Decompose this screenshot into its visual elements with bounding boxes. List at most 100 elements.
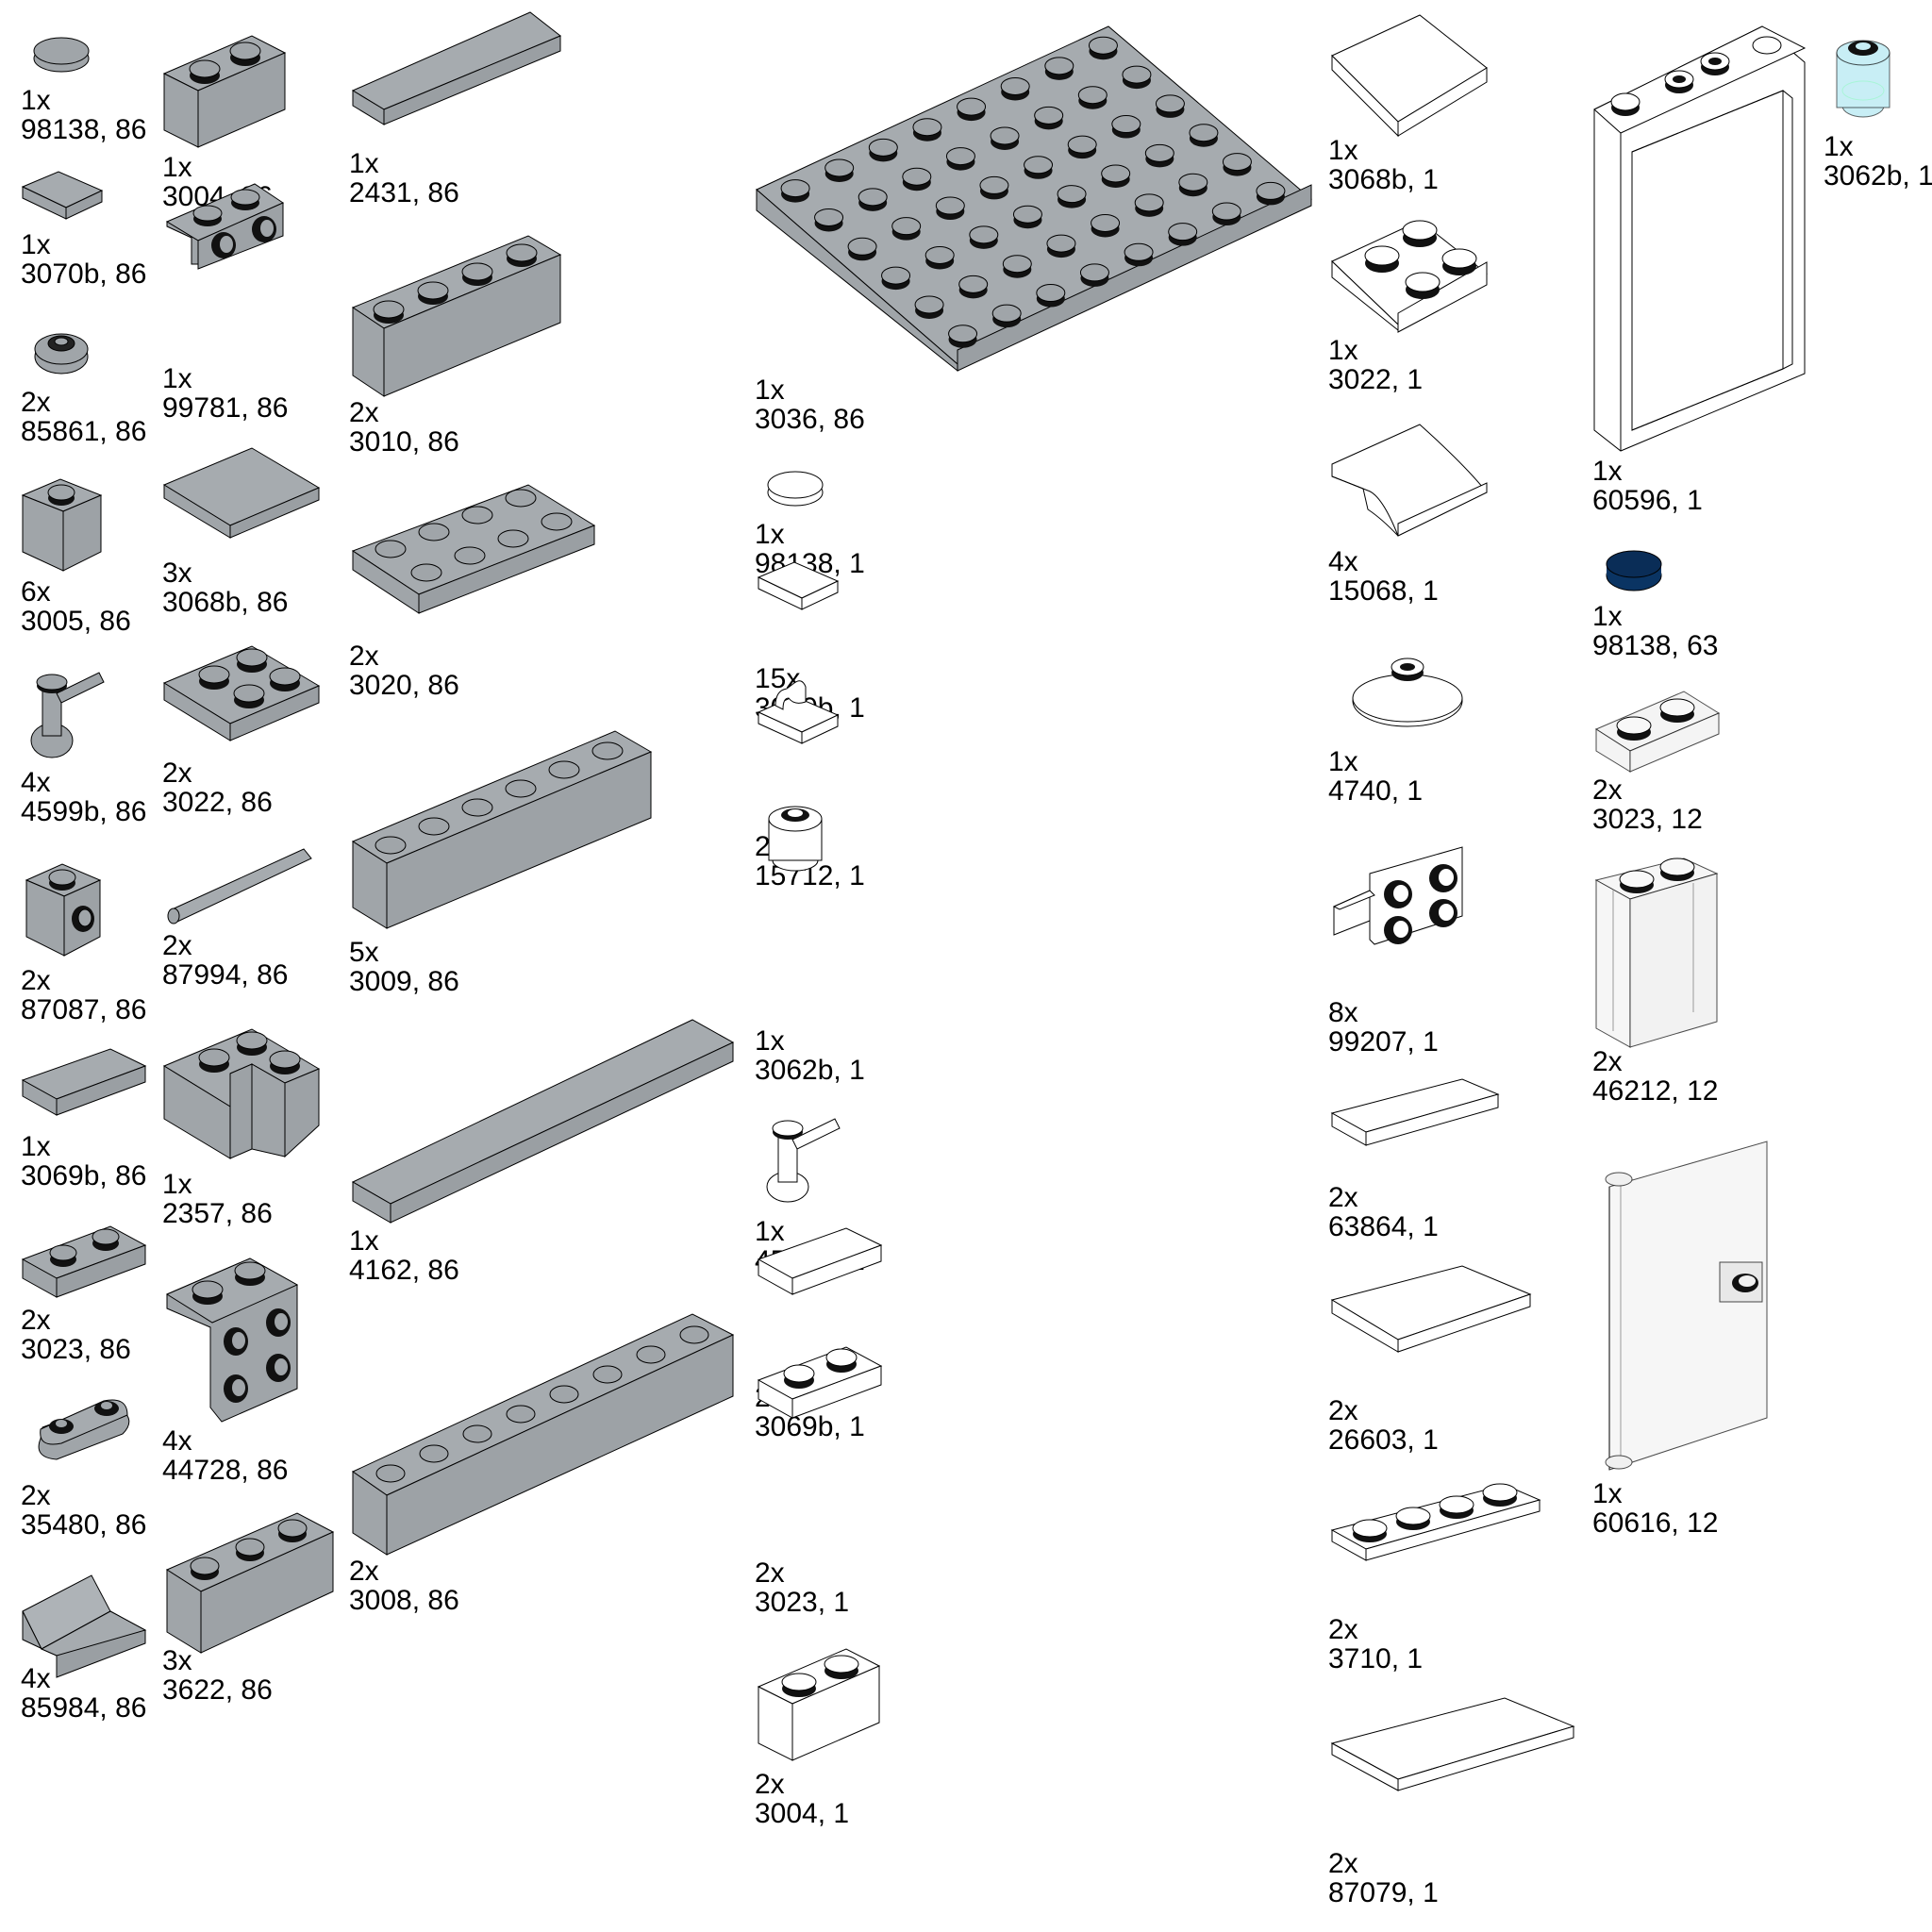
round-tile-icon (767, 471, 824, 507)
stud (1189, 124, 1219, 142)
part-qty: 5x (349, 937, 379, 968)
part-label: 3004, 1 (755, 1798, 850, 1829)
part-label: 85984, 86 (21, 1692, 147, 1724)
part-label: 3009, 86 (349, 966, 459, 997)
part-label: 3005, 86 (21, 606, 131, 637)
part-qty: 3x (162, 1645, 192, 1676)
plate-2x4-icon (351, 484, 596, 614)
tile-1x2-icon (757, 1227, 883, 1295)
part-label: 3069b, 86 (21, 1160, 147, 1191)
part-qty: 2x (755, 1557, 785, 1589)
stud (1256, 181, 1286, 200)
stud (1101, 164, 1131, 183)
part-qty: 2x (21, 965, 51, 996)
door-frame-icon (1593, 25, 1807, 452)
part-label: 44728, 86 (162, 1455, 289, 1486)
stud (1088, 36, 1118, 55)
part-label: 3023, 86 (21, 1334, 131, 1365)
part-label: 3022, 1 (1328, 364, 1424, 395)
stud (979, 175, 1009, 194)
part-qty: 1x (755, 519, 785, 550)
part-qty: 3x (162, 558, 192, 589)
part-label: 85861, 86 (21, 416, 147, 447)
part-qty: 2x (1328, 1848, 1358, 1879)
part-label: 3710, 1 (1328, 1643, 1424, 1674)
tile-2x4-icon (1330, 1697, 1575, 1791)
part-label: 98138, 86 (21, 114, 147, 145)
part-label: 3023, 1 (755, 1587, 850, 1618)
part-label: 3068b, 86 (162, 587, 289, 618)
stud (914, 295, 944, 314)
part-qty: 1x (1824, 131, 1854, 162)
stud (1155, 94, 1185, 113)
dish-icon (1352, 658, 1463, 727)
part-label: 4162, 86 (349, 1255, 459, 1286)
part-qty: 1x (162, 1169, 192, 1200)
part-qty: 2x (349, 641, 379, 672)
stud (991, 304, 1022, 323)
plate-studs (780, 36, 1286, 348)
stud (924, 245, 955, 264)
stud (847, 237, 877, 256)
part-label: 87994, 86 (162, 959, 289, 991)
stud (1222, 153, 1252, 172)
stud (1024, 156, 1054, 175)
part-qty: 2x (1328, 1395, 1358, 1426)
stud (958, 275, 989, 293)
part-qty: 1x (349, 148, 379, 179)
stud (948, 325, 978, 343)
part-qty: 1x (21, 1131, 51, 1162)
part-qty: 2x (21, 1480, 51, 1511)
part-label: 15068, 1 (1328, 575, 1439, 607)
part-label: 99207, 1 (1328, 1026, 1439, 1058)
stud (1077, 86, 1108, 105)
stud (1178, 173, 1208, 192)
part-label: 3068b, 1 (1328, 164, 1439, 195)
part-qty: 2x (1592, 1046, 1623, 1077)
tile-2x2-icon (1331, 14, 1488, 138)
part-qty: 1x (21, 229, 51, 260)
stud (824, 158, 855, 177)
plate-rounded-icon (38, 1399, 130, 1460)
curved-slope-icon (1331, 424, 1488, 537)
part-label: 87079, 1 (1328, 1877, 1439, 1908)
tile-1x1-icon (21, 171, 104, 220)
brick-1x4-icon (351, 235, 562, 397)
part-label: 3020, 86 (349, 670, 459, 701)
part-qty: 1x (755, 1025, 785, 1057)
stud (1211, 202, 1241, 221)
part-label: 3036, 86 (755, 404, 865, 435)
part-qty: 6x (21, 576, 51, 608)
part-label: 4740, 1 (1328, 775, 1424, 807)
brick-1x2-icon (757, 1648, 881, 1761)
plate-6x8-icon (756, 25, 1312, 373)
part-label: 2357, 86 (162, 1198, 273, 1229)
part-qty: 1x (162, 152, 192, 183)
tap-icon (766, 1118, 841, 1203)
stud (814, 208, 844, 226)
part-label: 26603, 1 (1328, 1424, 1439, 1456)
stud (1044, 57, 1074, 75)
stud (1079, 263, 1109, 282)
tile-1x1-icon (757, 561, 840, 610)
part-label: 3622, 86 (162, 1674, 273, 1706)
part-qty: 4x (21, 767, 51, 798)
round-plate-icon (34, 333, 89, 375)
stud (1067, 135, 1097, 154)
part-qty: 2x (1328, 1182, 1358, 1213)
stud (1000, 76, 1030, 95)
stud (957, 97, 987, 116)
stud (1091, 213, 1121, 232)
part-label: 3070b, 86 (21, 258, 147, 290)
part-qty: 2x (162, 930, 192, 961)
bracket-2x2-icon (165, 1257, 299, 1423)
part-label: 35480, 86 (21, 1509, 147, 1541)
stud (969, 225, 999, 244)
round-brick-trans-icon (1836, 40, 1890, 118)
part-qty: 1x (1328, 335, 1358, 366)
part-label: 2431, 86 (349, 177, 459, 208)
stud (1057, 185, 1087, 204)
part-qty: 2x (21, 387, 51, 418)
stud (1012, 205, 1042, 224)
tile-1x8-icon (351, 1019, 735, 1224)
